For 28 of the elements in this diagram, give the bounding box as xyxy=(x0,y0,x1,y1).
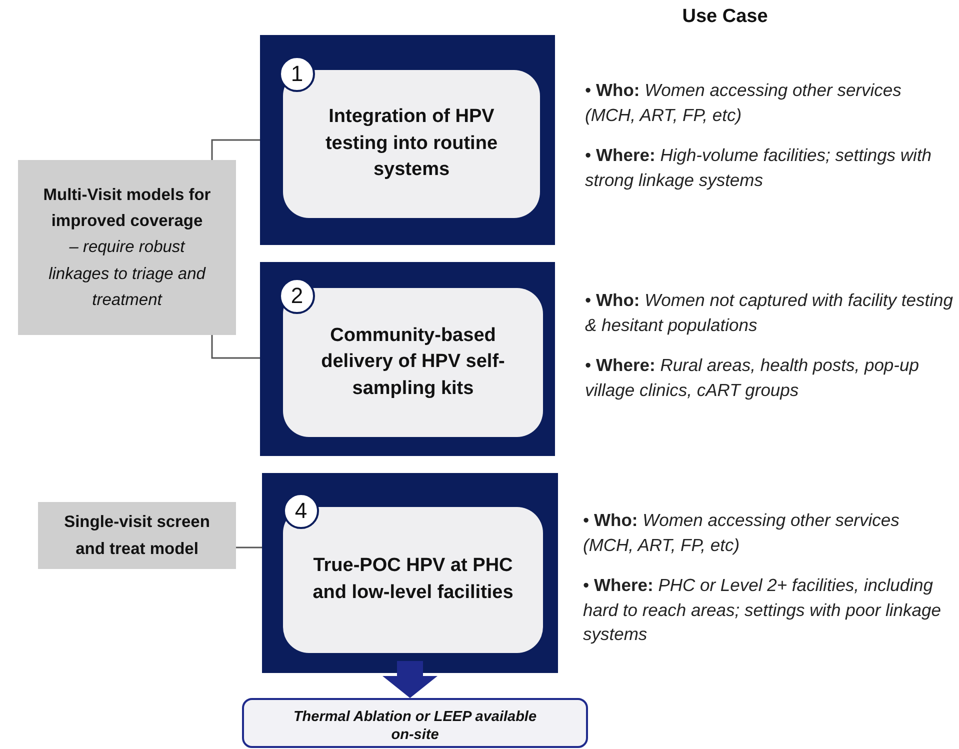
connector-line xyxy=(211,335,260,359)
bullet-text: • Who: Women accessing other services (MCH, ART, FP, etc) xyxy=(585,79,902,127)
bullet-text: • Who: Women accessing other services (MCH, ART, FP, etc) xyxy=(583,509,900,557)
model-box xyxy=(18,160,236,335)
bullet-text: • Where: PHC or Level 2+ facilities, including hard to reach areas; settings with poor linkage systems xyxy=(583,574,942,646)
box-title: True-POC HPV at PHC and low-level facilities xyxy=(312,554,514,605)
model-box xyxy=(38,502,236,569)
option-box xyxy=(283,288,543,437)
panel-background xyxy=(262,473,558,673)
model-title: Multi-Visit models for improved coverage xyxy=(42,184,212,232)
bullet-text: • Where: Rural areas, health posts, pop-up village clinics, cART groups xyxy=(585,354,920,402)
number-circle: 2 xyxy=(279,278,315,314)
column-heading: Use Case xyxy=(681,6,769,28)
panel-background xyxy=(260,35,555,245)
model-title: Single-visit screen and treat model xyxy=(63,512,211,560)
panel-background xyxy=(260,262,555,456)
number-circle: 1 xyxy=(279,56,315,92)
number-circle: 4 xyxy=(283,493,319,529)
box-title: Community-based delivery of HPV self-sampling kits xyxy=(320,324,506,401)
connector-line xyxy=(211,139,260,160)
block-arrow xyxy=(382,661,438,698)
model-note: – require robust linkages to triage and treatment xyxy=(48,237,207,312)
result-text: Thermal Ablation or LEEP available on-site xyxy=(292,708,538,744)
bullet-text: • Where: High-volume facilities; settings with strong linkage systems xyxy=(585,144,933,192)
bullet-text: • Who: Women not captured with facility testing & hesitant populations xyxy=(585,289,954,337)
treatment-box xyxy=(242,698,588,748)
box-title: Integration of HPV testing into routine systems xyxy=(324,105,499,182)
connector-line xyxy=(236,546,262,548)
